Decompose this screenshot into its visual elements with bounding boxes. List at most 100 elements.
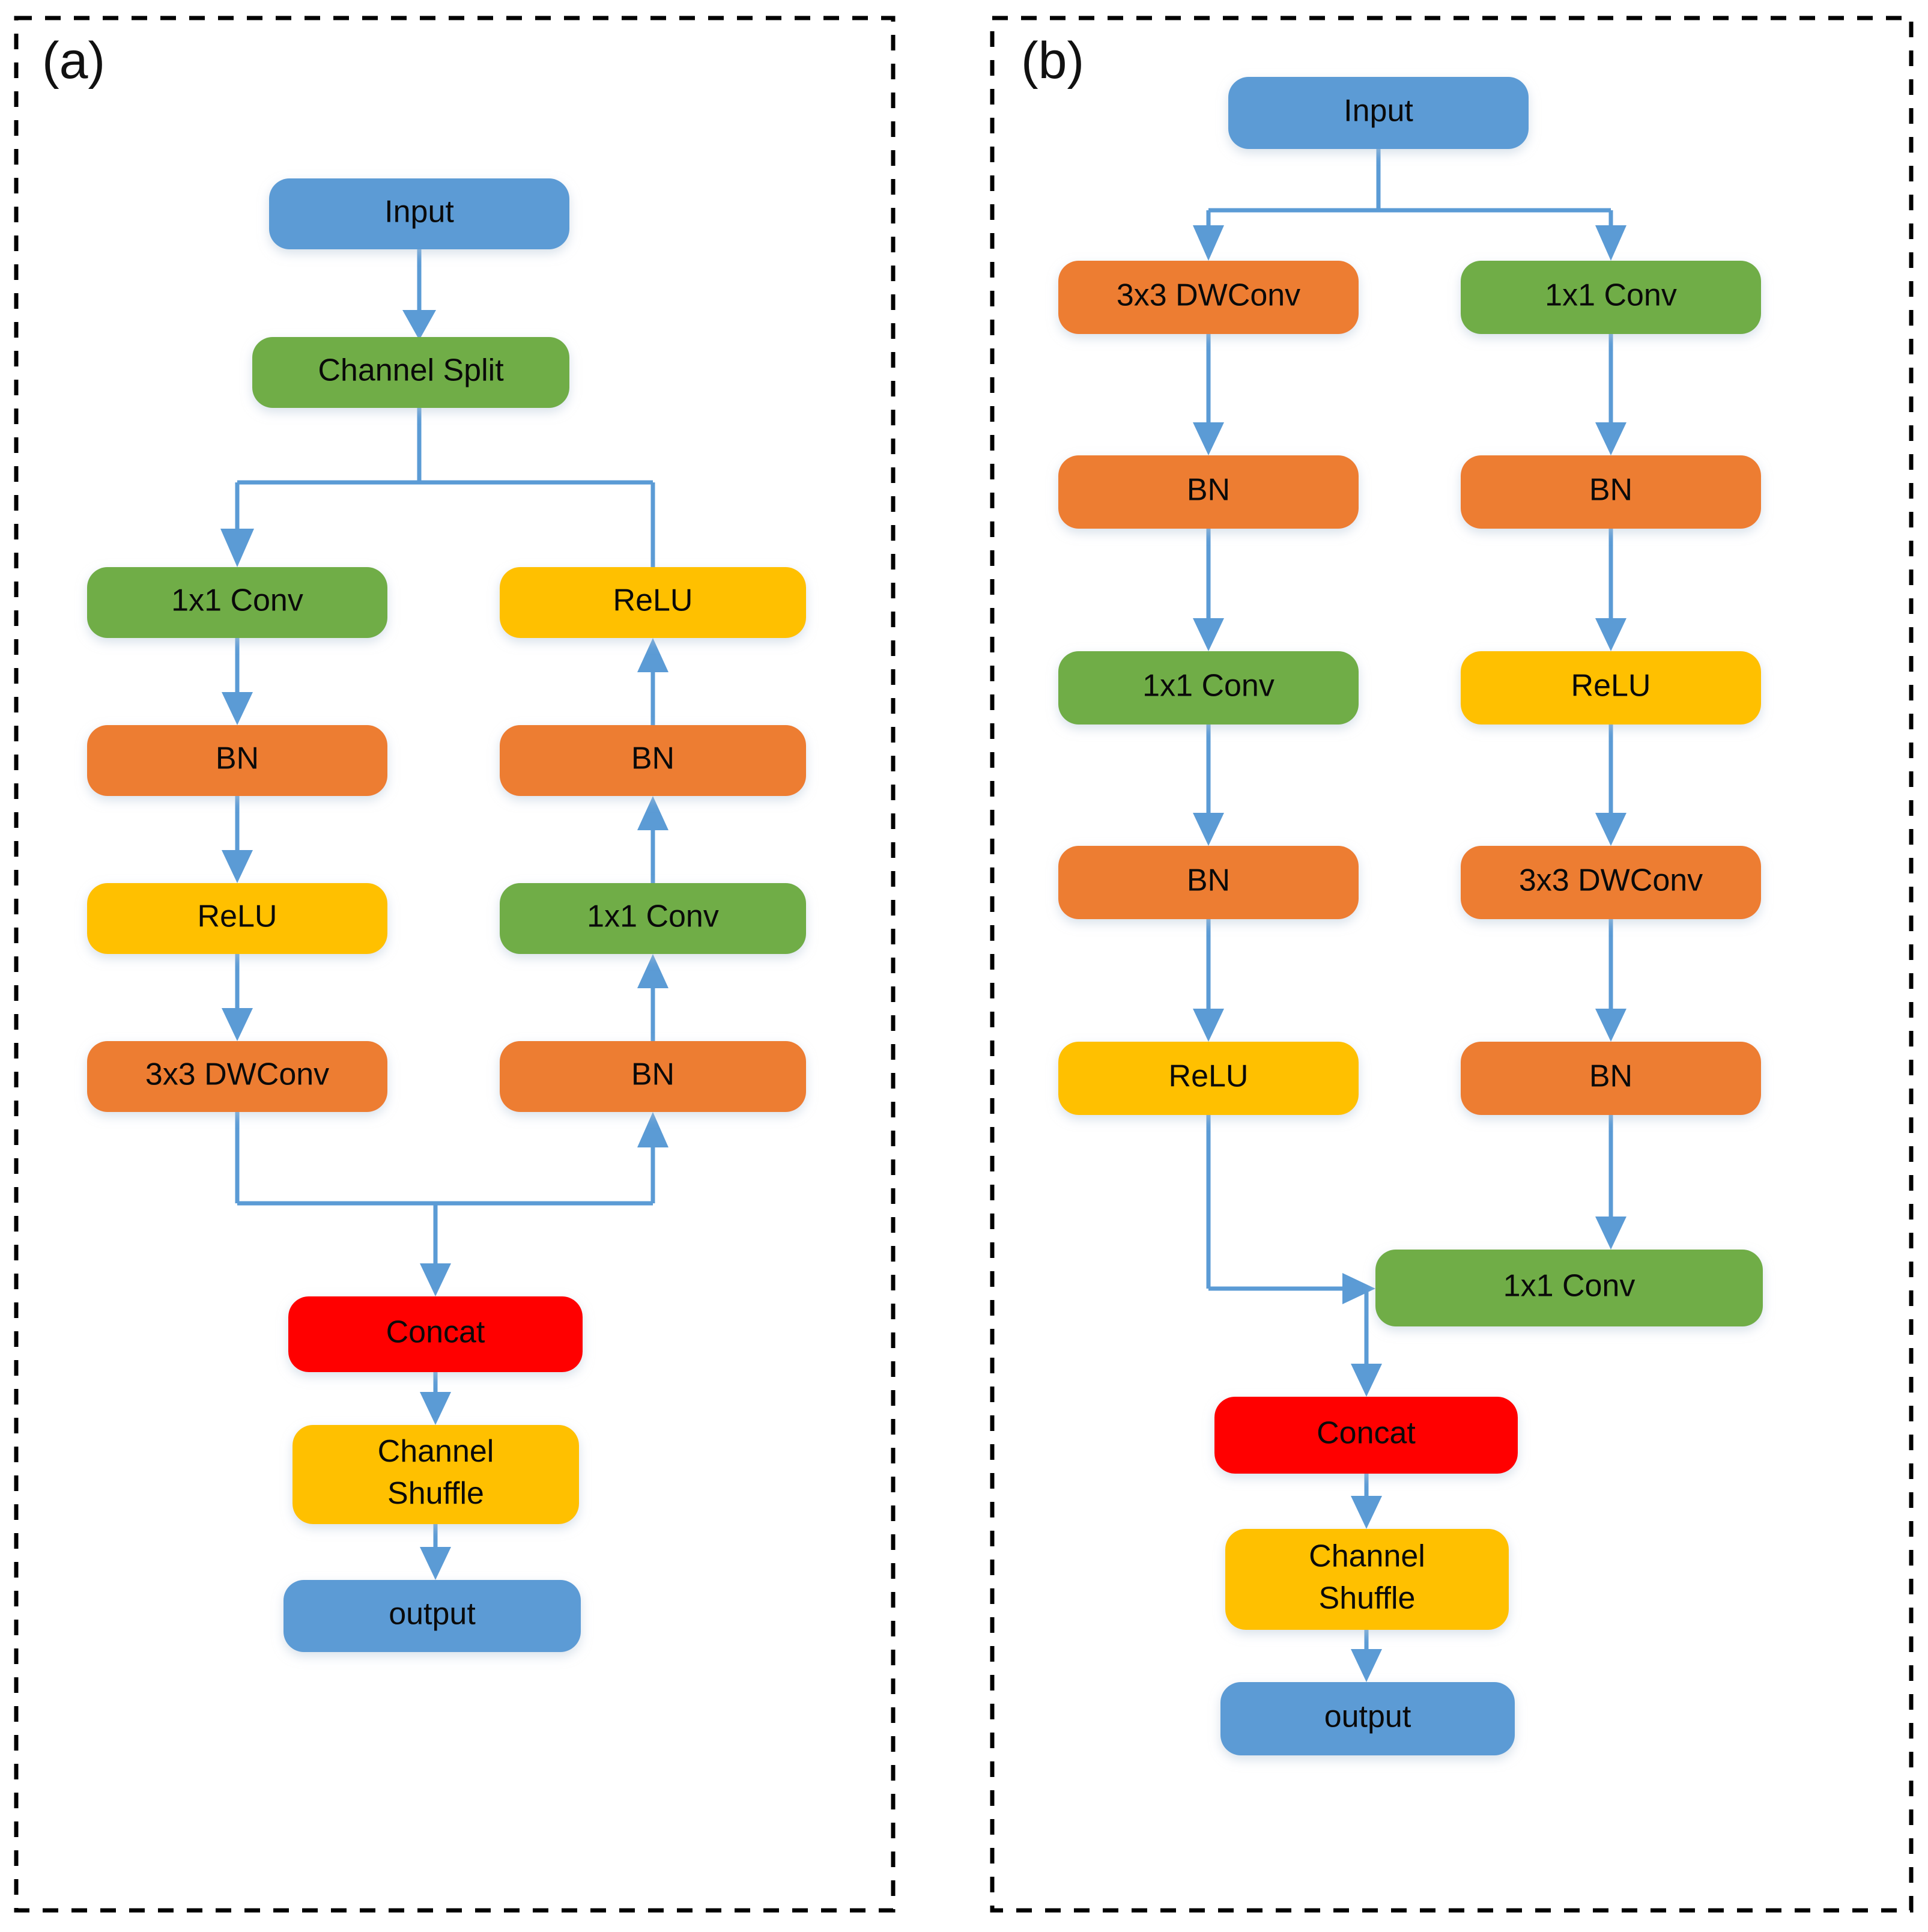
node-b_l4: BN: [1058, 846, 1359, 919]
arrowhead-a-r2-r1: [637, 638, 668, 672]
node-label: 1x1 Conv: [587, 899, 719, 934]
node-label: 3x3 DWConv: [145, 1057, 329, 1092]
arrowhead-b-concat-drop: [1351, 1364, 1382, 1397]
arrowhead-a-r4-r3: [637, 954, 668, 988]
arrowhead-b-r5-merge: [1595, 1217, 1626, 1250]
arrowhead-b-l5-merge: [1342, 1273, 1375, 1304]
node-a_r4: BN: [500, 1041, 806, 1112]
node-a_split: Channel Split: [252, 337, 569, 408]
arrowhead-a-r3-r2: [637, 796, 668, 830]
node-box: [87, 725, 387, 796]
node-label: 1x1 Conv: [1545, 278, 1677, 313]
arrowhead-b-concat-shuffle: [1351, 1496, 1382, 1529]
node-b_r4: 3x3 DWConv: [1461, 846, 1761, 919]
node-box: [1461, 261, 1761, 334]
node-a_r1: ReLU: [500, 567, 806, 638]
node-box: [1461, 651, 1761, 724]
node-box: [500, 1041, 806, 1112]
node-label: Channel Split: [318, 353, 504, 388]
node-box: [87, 1041, 387, 1112]
arrowhead-b-l2-l3: [1193, 618, 1224, 651]
node-label: BN: [1589, 1059, 1632, 1094]
arrowhead-a-split-left: [220, 529, 254, 567]
node-box: [288, 1296, 583, 1372]
node-label: BN: [1187, 473, 1230, 508]
node-box: [1461, 1042, 1761, 1115]
node-label: BN: [1589, 473, 1632, 508]
panel-a-label: (a): [42, 32, 105, 90]
node-a_l4: 3x3 DWConv: [87, 1041, 387, 1112]
node-a_input: Input: [269, 178, 569, 249]
node-a_l2: BN: [87, 725, 387, 796]
node-box: [1461, 455, 1761, 529]
node-b_merge: 1x1 Conv: [1375, 1250, 1763, 1326]
node-label: 3x3 DWConv: [1117, 278, 1300, 313]
arrowhead-b-r4-r5: [1595, 1009, 1626, 1042]
node-box: [1058, 455, 1359, 529]
node-b_l5: ReLU: [1058, 1042, 1359, 1115]
node-label: 1x1 Conv: [1142, 669, 1275, 703]
node-b_concat: Concat: [1214, 1397, 1518, 1474]
node-box: [1225, 1529, 1509, 1630]
node-b_r5: BN: [1461, 1042, 1761, 1115]
node-b_l2: BN: [1058, 455, 1359, 529]
arrowhead-b-l1-l2: [1193, 422, 1224, 455]
node-label: Input: [384, 195, 454, 229]
node-label: Concat: [1317, 1416, 1416, 1451]
arrowhead-a-merge-down: [420, 1263, 451, 1296]
node-label: ReLU: [1571, 669, 1651, 703]
node-box: [1058, 1042, 1359, 1115]
node-label: Concat: [386, 1315, 485, 1350]
node-box: [1058, 846, 1359, 919]
node-label: Shuffle: [1319, 1581, 1416, 1616]
node-b_l3: 1x1 Conv: [1058, 651, 1359, 724]
panel-b-frame: [990, 16, 1914, 1913]
node-box: [1375, 1250, 1763, 1326]
node-b_r3: ReLU: [1461, 651, 1761, 724]
node-box: [87, 883, 387, 954]
node-a_concat: Concat: [288, 1296, 583, 1372]
node-b_r2: BN: [1461, 455, 1761, 529]
arrowhead-a-merge-up: [637, 1112, 668, 1147]
node-box: [1228, 77, 1529, 149]
node-label: Input: [1344, 94, 1413, 129]
node-label: output: [389, 1597, 476, 1632]
node-box: [252, 337, 569, 408]
arrowhead-a-l3-l4: [222, 1008, 253, 1041]
node-label: 1x1 Conv: [171, 583, 303, 618]
arrowhead-a-l1-l2: [222, 692, 253, 725]
arrowhead-b-l4-l5: [1193, 1009, 1224, 1042]
node-box: [87, 567, 387, 638]
node-box: [293, 1425, 579, 1524]
arrowhead-a-input-split: [402, 310, 436, 340]
node-label: BN: [1187, 863, 1230, 898]
arrowhead-b-shuffle-output: [1351, 1649, 1382, 1682]
arrowhead-b-r3-r4: [1595, 813, 1626, 846]
panel-b-label: (b): [1021, 32, 1084, 90]
node-a_l1: 1x1 Conv: [87, 567, 387, 638]
arrowhead-b-l3-l4: [1193, 813, 1224, 846]
node-box: [269, 178, 569, 249]
arrowhead-a-concat-shuffle: [420, 1392, 451, 1425]
arrowhead-a-l2-l3: [222, 850, 253, 883]
node-label: BN: [631, 1057, 674, 1092]
node-box: [1214, 1397, 1518, 1474]
node-label: Shuffle: [387, 1476, 484, 1511]
node-box: [283, 1580, 581, 1652]
node-a_r3: 1x1 Conv: [500, 883, 806, 954]
node-label: 3x3 DWConv: [1519, 863, 1703, 898]
node-b_input: Input: [1228, 77, 1529, 149]
node-label: Channel: [1309, 1539, 1425, 1574]
node-box: [1461, 846, 1761, 919]
node-label: ReLU: [1169, 1059, 1249, 1094]
arrowhead-b-r1-r2: [1595, 422, 1626, 455]
arrowhead-b-split-right: [1595, 225, 1626, 261]
panel-a-edges: [220, 249, 668, 1580]
node-a_l3: ReLU: [87, 883, 387, 954]
node-label: 1x1 Conv: [1503, 1269, 1635, 1304]
node-label: BN: [216, 741, 259, 776]
node-label: Channel: [378, 1434, 494, 1469]
